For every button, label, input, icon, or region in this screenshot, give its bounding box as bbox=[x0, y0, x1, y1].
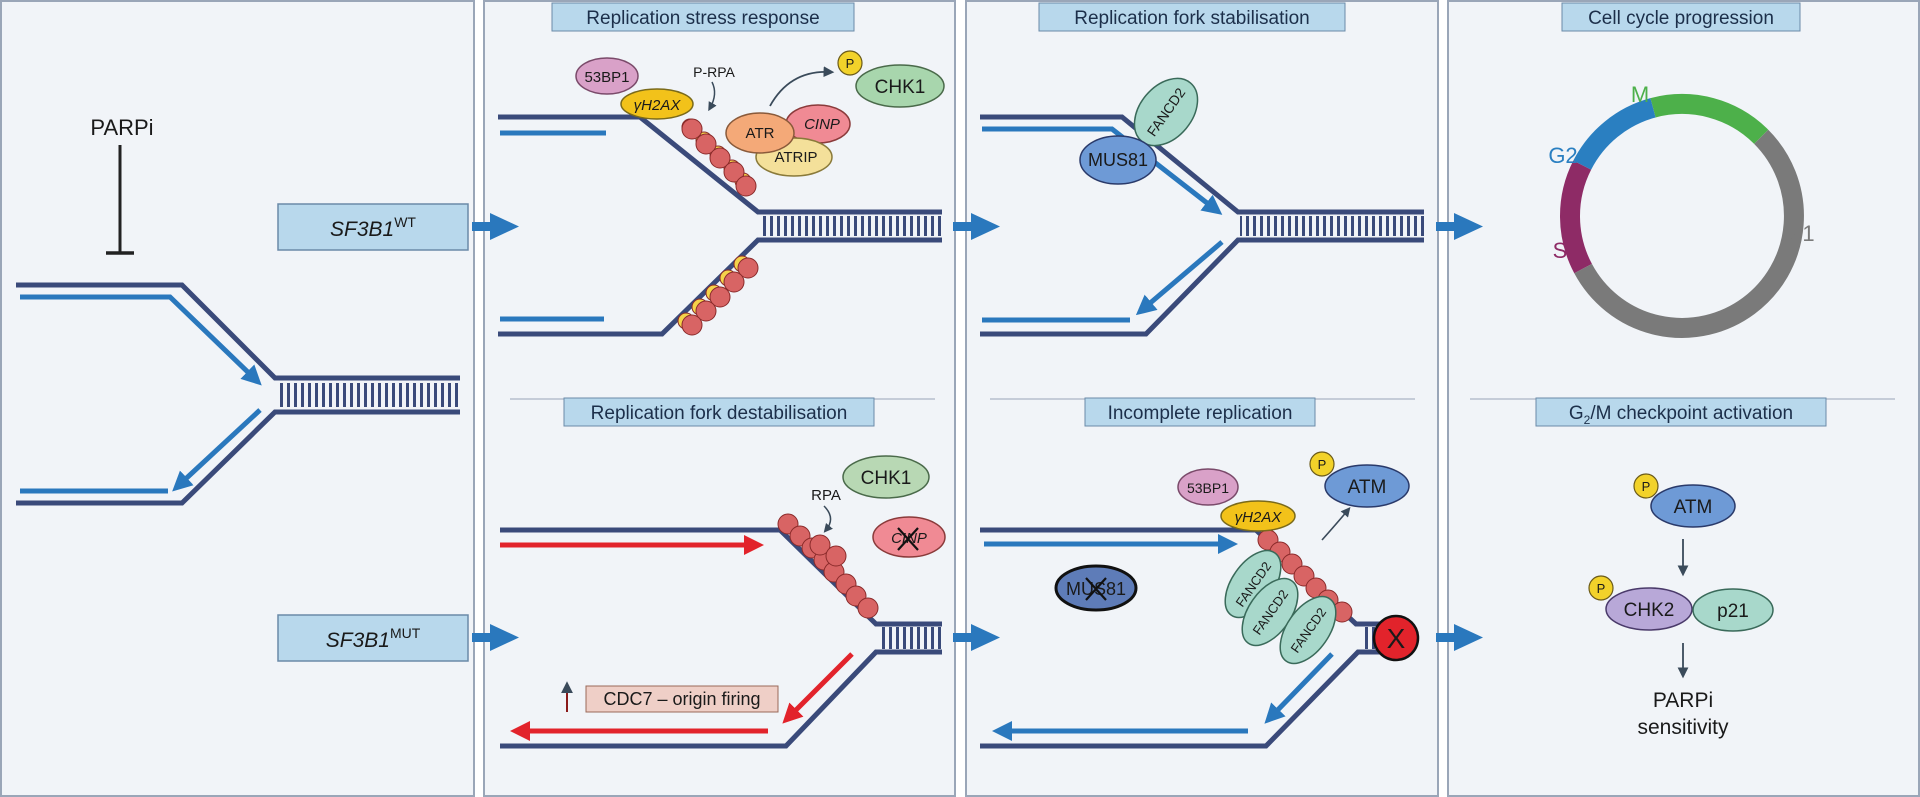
cycle-arc-g2 bbox=[1573, 98, 1656, 170]
rpa-label: RPA bbox=[811, 487, 841, 504]
phase-g2-label: G2 bbox=[1548, 143, 1577, 168]
fork-block-marker bbox=[1372, 614, 1420, 662]
yh2ax-label-incomplete: γH2AX bbox=[1235, 509, 1283, 526]
atm-phospho-label-incomplete: P bbox=[1318, 457, 1327, 472]
chk1-phospho-label: P bbox=[846, 56, 855, 71]
cycle-arc-s bbox=[1560, 160, 1593, 274]
incomplete-replication-title: Incomplete replication bbox=[1108, 403, 1293, 424]
sf3b1-mut-gene: SF3B1 bbox=[326, 629, 390, 652]
mus81-protein bbox=[1079, 135, 1157, 185]
checkpoint-title-g: G bbox=[1569, 403, 1584, 424]
atr-label: ATR bbox=[746, 125, 775, 142]
chk1-label: CHK1 bbox=[875, 77, 926, 98]
atm-phospho-checkpoint bbox=[1633, 473, 1659, 499]
53bp1-protein bbox=[575, 57, 639, 95]
fancd2-protein-3 bbox=[1279, 595, 1337, 665]
svg-text:SF3B1MUT: SF3B1MUT bbox=[326, 625, 421, 652]
dna-fork-left bbox=[16, 282, 460, 506]
fork-destabilisation-title: Replication fork destabilisation bbox=[591, 403, 848, 424]
checkpoint-title-rest: /M checkpoint activation bbox=[1590, 403, 1793, 424]
rpa-arrow bbox=[823, 505, 833, 533]
cinp-loss-cross bbox=[897, 527, 919, 551]
yh2ax-protein-incomplete bbox=[1220, 500, 1296, 532]
dna-fork-stabilised bbox=[980, 114, 1424, 337]
p-rpa-label: P-RPA bbox=[693, 64, 735, 80]
checkpoint-title-sub: 2 bbox=[1584, 413, 1591, 427]
chk2-label: CHK2 bbox=[1624, 600, 1675, 621]
fork-destabilisation-title-box bbox=[563, 397, 875, 427]
chk1-protein-destab bbox=[842, 455, 930, 499]
replication-stress-title-box bbox=[551, 2, 855, 32]
atm-activation-arrow bbox=[1321, 507, 1351, 541]
p-rpa-arrow bbox=[708, 81, 717, 112]
mus81-loss-cross bbox=[1085, 577, 1107, 601]
chk1-protein bbox=[855, 64, 945, 108]
atm-protein-incomplete bbox=[1324, 464, 1410, 508]
cdc7-label: CDC7 – origin firing bbox=[603, 689, 760, 709]
mus81-label: MUS81 bbox=[1088, 150, 1148, 170]
chk2-phospho-label: P bbox=[1597, 581, 1606, 596]
rpa-coat-destabilised bbox=[777, 513, 879, 619]
chk2-protein bbox=[1605, 587, 1693, 631]
flow-arrows bbox=[472, 213, 1483, 651]
cell-cycle-ring bbox=[1560, 94, 1804, 338]
chk1-label-destab: CHK1 bbox=[861, 468, 912, 489]
fork-stabilisation-title-box bbox=[1038, 2, 1346, 32]
rpa-coat-lower bbox=[677, 255, 759, 336]
svg-text:SF3B1WT: SF3B1WT bbox=[330, 214, 416, 241]
outcome-line-2: sensitivity bbox=[1637, 716, 1729, 739]
yh2ax-protein bbox=[620, 88, 694, 120]
svg-text:G2/M checkpoint activation: G2/M checkpoint activation bbox=[1569, 403, 1793, 427]
outcome-line-1: PARPi bbox=[1653, 689, 1713, 712]
yh2ax-label: γH2AX bbox=[634, 97, 682, 114]
53bp1-label-incomplete: 53BP1 bbox=[1187, 480, 1229, 496]
chk1-phospho bbox=[837, 50, 863, 76]
rpa-coat-upper bbox=[681, 118, 757, 197]
atrip-label: ATRIP bbox=[774, 149, 817, 166]
chk2-phospho bbox=[1588, 575, 1614, 601]
atm-phospho-incomplete bbox=[1309, 451, 1335, 477]
cell-cycle-title: Cell cycle progression bbox=[1588, 8, 1774, 29]
cycle-arc-m bbox=[1650, 94, 1769, 145]
phase-m-label: M bbox=[1631, 82, 1649, 107]
fork-stabilisation-title: Replication fork stabilisation bbox=[1074, 8, 1310, 29]
53bp1-label: 53BP1 bbox=[584, 69, 629, 86]
cinp-label: CINP bbox=[804, 116, 840, 133]
atm-protein-checkpoint bbox=[1650, 484, 1736, 528]
cell-cycle-title-box bbox=[1561, 2, 1801, 32]
atm-label-incomplete: ATM bbox=[1348, 477, 1387, 498]
53bp1-protein-incomplete bbox=[1177, 468, 1239, 506]
sf3b1-wt-box bbox=[277, 203, 469, 251]
cdc7-box bbox=[585, 685, 779, 713]
atr-protein bbox=[725, 112, 795, 154]
atm-label-checkpoint: ATM bbox=[1674, 497, 1713, 518]
sf3b1-mut-sup: MUT bbox=[390, 625, 421, 641]
replication-stress-title: Replication stress response bbox=[586, 8, 819, 29]
checkpoint-title-box bbox=[1535, 397, 1827, 427]
cycle-arc-g1 bbox=[1574, 129, 1804, 338]
atr-to-chk1-arrow bbox=[769, 66, 835, 107]
phase-g1-label: G1 bbox=[1785, 221, 1814, 246]
atm-phospho-label-checkpoint: P bbox=[1642, 479, 1651, 494]
sf3b1-wt-sup: WT bbox=[394, 214, 416, 230]
fork-block-label: X bbox=[1387, 623, 1406, 654]
parpi-label: PARPi bbox=[90, 115, 153, 140]
p21-protein bbox=[1692, 588, 1774, 632]
sf3b1-wt-gene: SF3B1 bbox=[330, 218, 394, 241]
incomplete-replication-title-box bbox=[1084, 397, 1316, 427]
p21-label: p21 bbox=[1717, 601, 1749, 622]
phase-s-label: S bbox=[1553, 238, 1568, 263]
sf3b1-mut-box bbox=[277, 614, 469, 662]
